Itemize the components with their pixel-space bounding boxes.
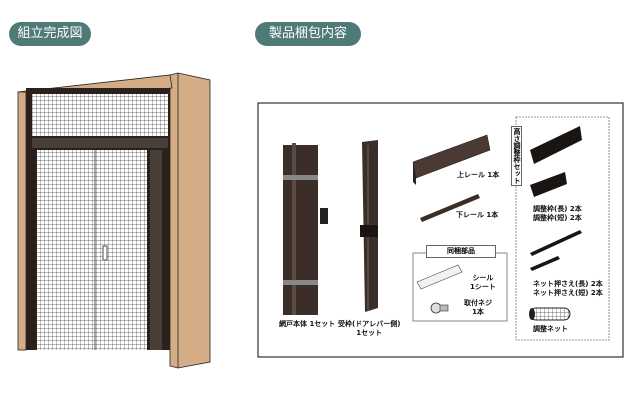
net-holder-labels: ネット押さえ(長) 2本ネット押さえ(短) 2本 <box>533 280 603 298</box>
screen-body-illustration <box>283 143 328 315</box>
adjust-frame-long-illustration <box>530 126 582 164</box>
lower-rail-illustration <box>420 194 480 222</box>
screw-qty: 1本 <box>472 308 484 316</box>
adjust-frame-short-label: 調整枠(短) 2本 <box>533 214 582 222</box>
upper-rail-illustration <box>412 134 491 185</box>
seal-qty: 1シート <box>470 283 496 291</box>
receiver-name: 受枠(ドアレバー側) <box>338 320 401 328</box>
screen-body-name: 網戸本体 <box>279 320 307 328</box>
receiver-label: 受枠(ドアレバー側)1セット <box>338 320 400 338</box>
receiver-illustration <box>360 140 378 312</box>
height-adjust-set-box <box>515 116 610 341</box>
heading-contents: 製品梱包内容 <box>255 22 361 46</box>
net-holder-long-label: ネット押さえ(長) 2本 <box>533 280 603 288</box>
adjust-frame-labels: 調整枠(長) 2本調整枠(短) 2本 <box>533 205 582 223</box>
height-adjust-set-title: 高さ調整枠セット <box>511 126 522 186</box>
seal-illustration <box>416 264 463 290</box>
seal-name: シール <box>472 274 494 282</box>
adjust-net-label: 調整ネット <box>533 325 568 333</box>
receiver-qty: 1セット <box>356 329 383 337</box>
screw-name: 取付ネジ <box>464 299 492 307</box>
assembled-door-illustration <box>17 72 211 369</box>
net-holder-long-illustration <box>530 230 582 256</box>
adjust-frame-long-label: 調整枠(長) 2本 <box>533 205 582 213</box>
included-parts-title: 同梱部品 <box>426 245 496 258</box>
screen-body-label: 網戸本体 1セット <box>279 320 335 329</box>
lower-rail-label: 下レール 1本 <box>456 211 499 219</box>
upper-rail-label: 上レール 1本 <box>457 171 500 179</box>
net-holder-short-illustration <box>530 256 560 271</box>
screw-illustration <box>430 302 449 314</box>
heading-assembled: 組立完成図 <box>9 22 91 46</box>
adjust-frame-short-illustration <box>530 172 567 197</box>
screen-body-qty: 1セット <box>309 320 336 328</box>
adjust-net-illustration <box>529 307 571 321</box>
net-holder-short-label: ネット押さえ(短) 2本 <box>533 289 603 297</box>
